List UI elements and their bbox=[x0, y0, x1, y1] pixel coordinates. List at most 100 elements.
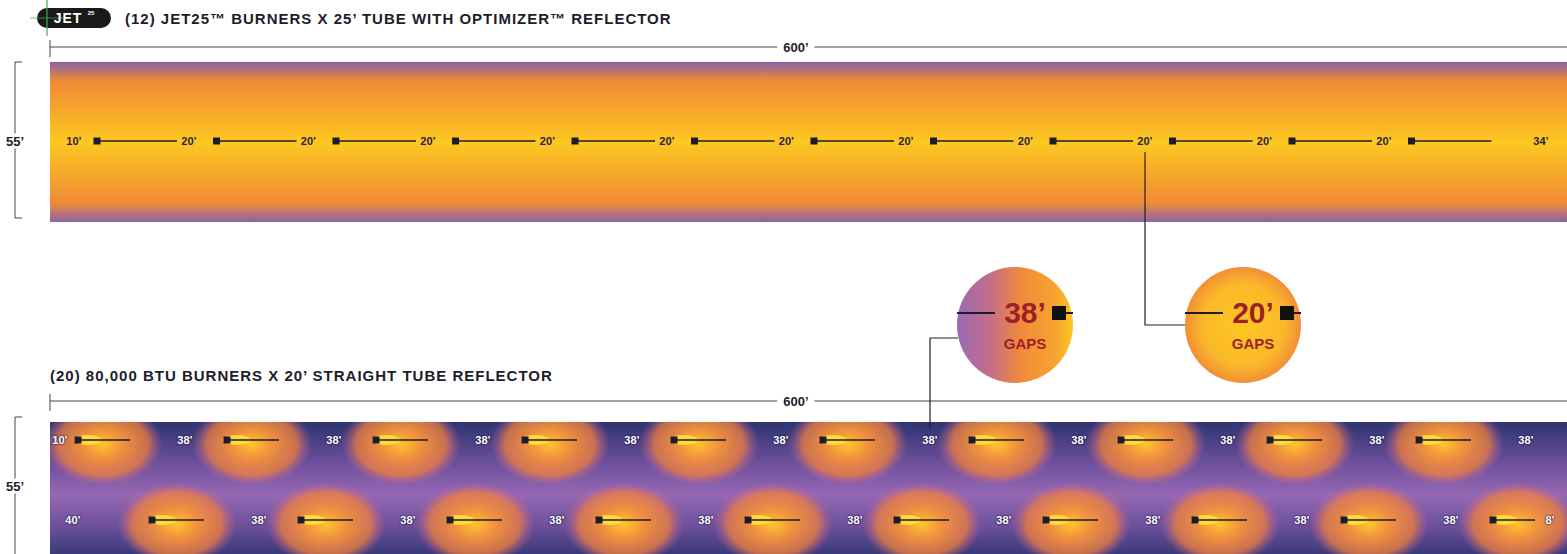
heat-glow bbox=[117, 482, 237, 554]
burner-symbol bbox=[447, 517, 454, 524]
callout-circle: 38’GAPS bbox=[957, 267, 1073, 383]
burner-tube bbox=[152, 519, 204, 521]
burner-tube bbox=[1046, 519, 1098, 521]
gap-dimension: 38’ bbox=[177, 435, 192, 446]
gap-dimension: 38’ bbox=[624, 435, 639, 446]
burner-tube bbox=[217, 140, 297, 142]
burner-symbol bbox=[671, 437, 678, 444]
burner-tube bbox=[972, 439, 1024, 441]
gap-dimension: 10’ bbox=[66, 136, 81, 147]
gap-dimension: 38’ bbox=[251, 515, 266, 526]
callout-circle bbox=[1185, 267, 1301, 383]
gap-dimension: 38’ bbox=[1369, 435, 1384, 446]
gap-dimension: 20’ bbox=[898, 136, 913, 147]
burner-tube bbox=[1121, 439, 1173, 441]
gap-dimension: 40’ bbox=[65, 515, 80, 526]
burner-tube bbox=[823, 439, 875, 441]
burner-symbol bbox=[1169, 138, 1176, 145]
burner-tube bbox=[456, 140, 536, 142]
burner-tube bbox=[1053, 140, 1133, 142]
gap-dimension: 38’ bbox=[922, 435, 937, 446]
gap-dimension: 20’ bbox=[779, 136, 794, 147]
burner-symbol bbox=[572, 138, 579, 145]
heat-glow bbox=[1160, 482, 1280, 554]
burner-tube bbox=[1270, 439, 1322, 441]
heat-glow bbox=[415, 482, 535, 554]
heat-glow bbox=[937, 422, 1057, 486]
burner-tube bbox=[599, 519, 651, 521]
logo-text: 25 bbox=[88, 10, 95, 16]
gap-dimension: 20’ bbox=[420, 136, 435, 147]
gap-dimension: 38’ bbox=[698, 515, 713, 526]
dimension-tick bbox=[50, 40, 51, 57]
burner-symbol bbox=[1289, 138, 1296, 145]
heat-glow bbox=[1309, 482, 1429, 554]
gap-dimension: 38’ bbox=[773, 435, 788, 446]
burner-tube bbox=[1419, 439, 1471, 441]
gap-dimension: 38’ bbox=[549, 515, 564, 526]
burner-symbol bbox=[1267, 437, 1274, 444]
heat-glow bbox=[639, 422, 759, 486]
gap-dimension: 20’ bbox=[540, 136, 555, 147]
burner-symbol bbox=[1341, 517, 1348, 524]
burner-symbol bbox=[75, 437, 82, 444]
heat-glow bbox=[192, 422, 312, 486]
gap-dimension: 20’ bbox=[181, 136, 196, 147]
gap-dimension: 38’ bbox=[1071, 435, 1086, 446]
burner-tube bbox=[957, 312, 995, 314]
gap-dimension: 20’ bbox=[659, 136, 674, 147]
burner-symbol bbox=[820, 437, 827, 444]
gap-value: 38’ bbox=[1004, 298, 1046, 328]
gap-caption: GAPS bbox=[1232, 336, 1275, 351]
burner-tube bbox=[674, 439, 726, 441]
heat-glow bbox=[862, 482, 982, 554]
heat-glow bbox=[490, 422, 610, 486]
burner-symbol bbox=[298, 517, 305, 524]
burner-tube bbox=[1344, 519, 1396, 521]
burner-tube bbox=[301, 519, 353, 521]
burner-symbol bbox=[522, 437, 529, 444]
burner-symbol bbox=[969, 437, 976, 444]
heat-glow bbox=[713, 482, 833, 554]
leader-line bbox=[930, 338, 958, 429]
dimension-label: 55’ bbox=[0, 134, 30, 149]
burner-symbol bbox=[930, 138, 937, 145]
burner-tube bbox=[78, 439, 130, 441]
burner-tube bbox=[1493, 519, 1535, 521]
burner-symbol bbox=[1408, 138, 1415, 145]
section-title: (12) JET25™ BURNERS X 25’ TUBE WITH OPTI… bbox=[125, 11, 672, 26]
burner-tube bbox=[336, 140, 416, 142]
burner-tube bbox=[1292, 140, 1372, 142]
gap-dimension: 20’ bbox=[1257, 136, 1272, 147]
heat-glow bbox=[1235, 422, 1355, 486]
heat-glow bbox=[1458, 482, 1567, 554]
burner-symbol bbox=[1043, 517, 1050, 524]
burner-symbol bbox=[94, 138, 101, 145]
gap-dimension: 20’ bbox=[301, 136, 316, 147]
burner-symbol bbox=[452, 138, 459, 145]
heater-band bbox=[50, 62, 1567, 222]
burner-symbol bbox=[1416, 437, 1423, 444]
burner-tube bbox=[1195, 519, 1247, 521]
burner-tube bbox=[897, 519, 949, 521]
burner-tube bbox=[227, 439, 279, 441]
dimension-label: 600’ bbox=[777, 394, 814, 409]
dimension-label: 600’ bbox=[777, 40, 814, 55]
heat-glows bbox=[50, 422, 1567, 554]
gap-dimension: 38’ bbox=[1518, 435, 1533, 446]
burner-symbol bbox=[149, 517, 156, 524]
burner-tube bbox=[1412, 140, 1492, 142]
gap-dimension: 34’ bbox=[1533, 136, 1548, 147]
gap-dimension: 20’ bbox=[1018, 136, 1033, 147]
burner-symbol bbox=[691, 138, 698, 145]
callout-circle: 20’GAPS bbox=[1185, 267, 1301, 383]
burner-symbol bbox=[1490, 517, 1497, 524]
burner-symbol bbox=[333, 138, 340, 145]
dimension-label: 55’ bbox=[0, 479, 30, 494]
burner-symbol bbox=[745, 517, 752, 524]
heat-glow bbox=[1384, 422, 1504, 486]
callout-circle bbox=[957, 267, 1073, 383]
gap-dimension: 38’ bbox=[847, 515, 862, 526]
burner-symbol bbox=[1118, 437, 1125, 444]
